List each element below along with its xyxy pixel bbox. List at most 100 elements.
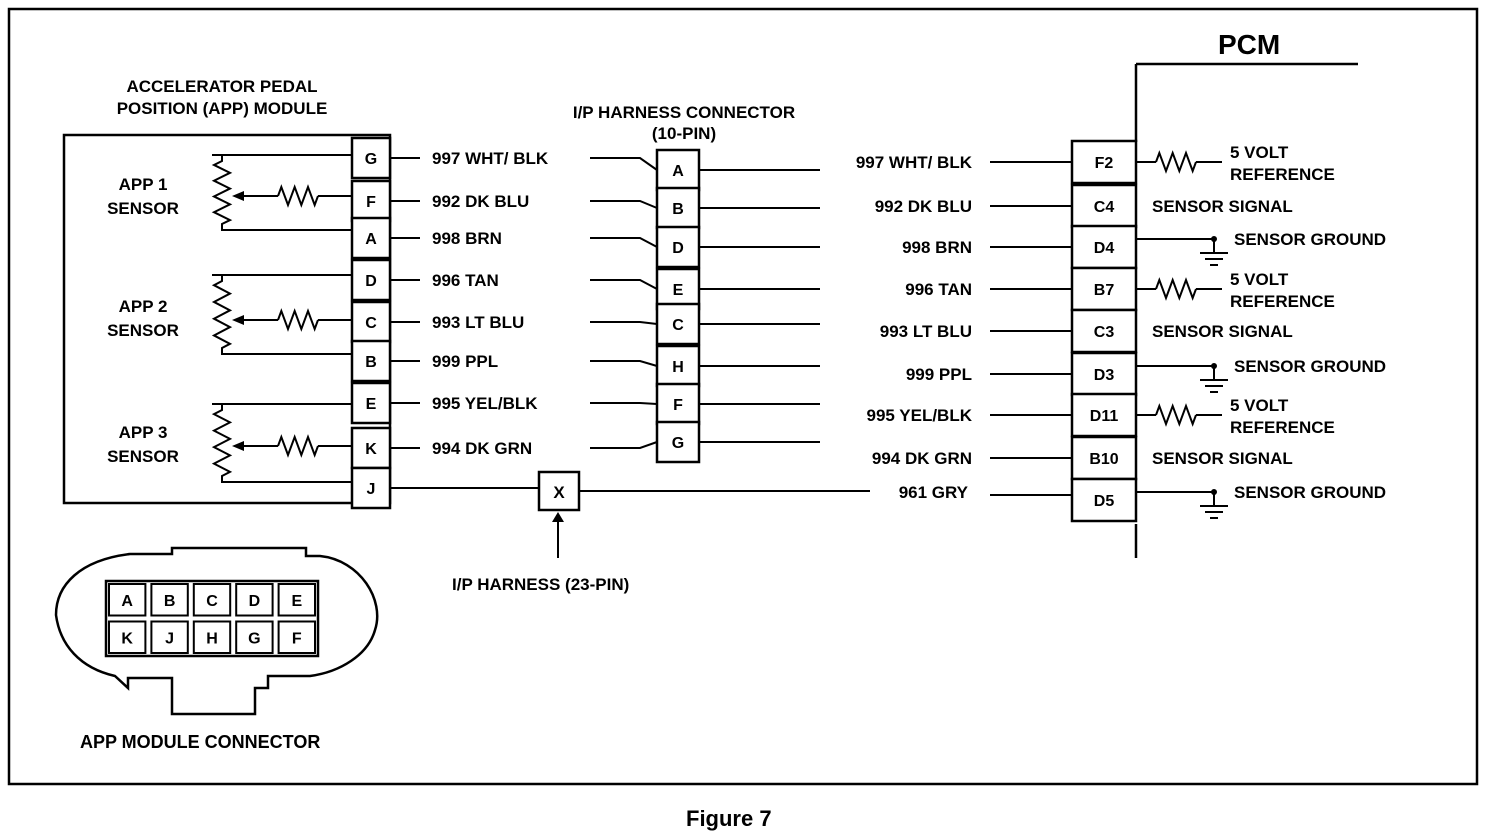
connector-cavity: [108, 583, 147, 617]
arrow-up-icon: [552, 512, 564, 522]
app-pin-label: C: [365, 315, 377, 332]
ip-10pin-box: [655, 302, 701, 346]
app-module-connector-label: APP MODULE CONNECTOR: [80, 732, 320, 752]
sensor-element: [211, 154, 352, 231]
pcm-pin-box: [1070, 477, 1138, 523]
pcm-function-label: REFERENCE: [1230, 165, 1335, 184]
ip-10pin-label: H: [672, 359, 684, 376]
wire-label-right: 999 PPL: [906, 365, 972, 384]
pcm-title: PCM: [1218, 29, 1280, 60]
pcm-pin-box: [1070, 435, 1138, 481]
wire-segment: [590, 321, 658, 325]
ip-10pin-title: I/P HARNESS CONNECTOR (10-PIN): [573, 103, 795, 143]
pcm-function-label: SENSOR GROUND: [1234, 357, 1386, 376]
connector-cavity: [150, 583, 189, 617]
sensor-element: [211, 274, 352, 355]
connector-cavity-label: E: [291, 593, 302, 610]
pcm-pin-label: F2: [1095, 155, 1114, 172]
app-pin-label: A: [365, 231, 377, 248]
pcm-pin-label: B7: [1094, 282, 1115, 299]
wire-label-right: 995 YEL/BLK: [866, 406, 972, 425]
app-pin-box: [350, 426, 392, 470]
wire-segment: [590, 157, 658, 171]
wire-segment: [590, 441, 658, 449]
ip-10pin-label: F: [673, 397, 683, 414]
wire-label-left: 993 LT BLU: [432, 313, 524, 332]
pcm-pin-label: D4: [1094, 240, 1115, 257]
connector-cavity: [235, 620, 274, 654]
pcm-pin-label: D3: [1094, 367, 1115, 384]
app-module-title-line: POSITION (APP) MODULE: [117, 99, 328, 118]
pcm-pin-box: [1070, 183, 1138, 229]
connector-cavity-label: J: [165, 630, 174, 647]
ip-10pin-label: G: [672, 435, 684, 452]
app-pin-label: B: [365, 354, 377, 371]
wire-segment: [590, 237, 658, 248]
pcm-pin-label: D5: [1094, 493, 1115, 510]
sensor-label: APP 1: [119, 175, 168, 194]
wire-label-left: 995 YEL/BLK: [432, 394, 538, 413]
wiper-arrow-icon: [232, 191, 244, 201]
wire-label-left: 992 DK BLU: [432, 192, 529, 211]
wire-label-right: 996 TAN: [905, 280, 972, 299]
ip-23pin-pin: X: [553, 483, 565, 502]
pcm-housing: [1134, 62, 1358, 558]
wire-label-right: 997 WHT/ BLK: [856, 153, 973, 172]
connector-cavity: [108, 620, 147, 654]
connector-cavity-label: G: [248, 630, 260, 647]
resistor-icon: [277, 308, 319, 332]
ip-10pin-title-line: I/P HARNESS CONNECTOR: [573, 103, 795, 122]
pcm-function-label: REFERENCE: [1230, 418, 1335, 437]
connector-cavity-label: D: [249, 593, 261, 610]
sensor-label: SENSOR: [107, 199, 179, 218]
connector-cavity-label: A: [121, 593, 133, 610]
ip-10pin-label: D: [672, 240, 684, 257]
app-pin-box: [350, 216, 392, 260]
connector-cavity: [150, 620, 189, 654]
wire-label-right: 994 DK GRN: [872, 449, 972, 468]
resistor-icon: [277, 434, 319, 458]
connector-cavity: [277, 620, 317, 654]
app-pin-label: J: [367, 481, 376, 498]
connector-cavity-label: F: [292, 630, 302, 647]
ip-23pin-label: I/P HARNESS (23-PIN): [452, 575, 629, 594]
pcm-pin-label: C3: [1094, 324, 1115, 341]
wire-label-right: 993 LT BLU: [880, 322, 972, 341]
wire-segment: [590, 200, 658, 209]
wire-label-left: 996 TAN: [432, 271, 499, 290]
wire-label-left: 997 WHT/ BLK: [432, 149, 549, 168]
sensor-label: APP 3: [119, 423, 168, 442]
wire-label-right: 961 GRY: [899, 483, 969, 502]
connector-cavity: [235, 583, 274, 617]
pcm-function-label: REFERENCE: [1230, 292, 1335, 311]
wire-segment: [590, 360, 658, 367]
sensor-label: APP 2: [119, 297, 168, 316]
resistor-icon: [1155, 403, 1197, 427]
pcm-pin-box: [1070, 351, 1138, 397]
wire-label-right: 998 BRN: [902, 238, 972, 257]
pcm-function-label: 5 VOLT: [1230, 396, 1289, 415]
connector-cavity: [192, 620, 232, 654]
wire-segment: [590, 279, 658, 290]
app-pin-label: E: [366, 396, 377, 413]
ip-10pin-label: B: [672, 201, 684, 218]
app-pin-box: [350, 466, 392, 510]
pcm-pin-box: [1070, 392, 1138, 438]
wiper-arrow-icon: [232, 315, 244, 325]
app-pin-box: [350, 339, 392, 383]
pcm-function-label: 5 VOLT: [1230, 270, 1289, 289]
pcm-function-label: SENSOR GROUND: [1234, 230, 1386, 249]
ip-10pin-title-line: (10-PIN): [652, 124, 716, 143]
figure-caption: Figure 7: [686, 806, 772, 831]
connector-cavity: [277, 583, 317, 617]
ip-10pin-box: [655, 344, 701, 388]
pcm-pin-box: [1070, 308, 1138, 354]
wire-label-left: 999 PPL: [432, 352, 498, 371]
